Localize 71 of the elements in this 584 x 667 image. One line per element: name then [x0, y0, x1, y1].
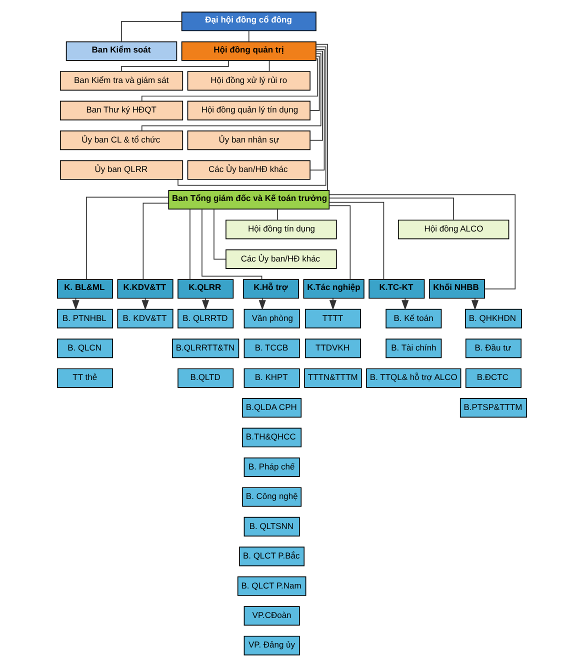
node-box: B.ĐCTC	[465, 368, 522, 388]
connector	[142, 202, 169, 280]
node-box: K. BL&ML	[56, 279, 114, 299]
connector	[248, 30, 250, 42]
node-box: Hội đồng tín dụng	[226, 220, 337, 240]
node-box: Các Ủy ban/HĐ khác	[187, 160, 310, 180]
node-box: Hội đồng quản lý tín dụng	[187, 100, 310, 120]
node-box: B.QLTD	[178, 368, 234, 388]
node-box: Ban Tổng giám đốc và Kế toán trưởng	[168, 190, 330, 210]
connector	[277, 208, 278, 220]
connector	[328, 202, 384, 280]
node-box: K.TC-KT	[368, 279, 425, 299]
connector	[328, 205, 351, 280]
node-box: B. Tài chính	[386, 338, 442, 358]
node-box: B. KHPT	[244, 368, 300, 388]
node-box: Đại hội đồng cổ đông	[181, 12, 316, 32]
node-box: B. Công nghệ	[242, 487, 302, 507]
node-box: K.QLRR	[178, 279, 234, 299]
node-box: Ban Kiểm tra và giám sát	[60, 71, 184, 91]
node-box: Ủy ban nhân sự	[187, 130, 310, 150]
node-box: TTTT	[304, 308, 361, 328]
node-box: TTDVKH	[304, 338, 361, 358]
node-box: B. QLCN	[56, 338, 114, 358]
node-box: B. QLCT P.Bắc	[239, 546, 305, 566]
node-box: B. Pháp chế	[244, 458, 300, 478]
node-box: B. TCCB	[244, 338, 300, 358]
connector	[86, 196, 170, 280]
node-box: B. KDV&TT	[117, 308, 174, 328]
node-box: B. QHKHDN	[465, 308, 522, 328]
node-box: VP.CĐoàn	[244, 606, 300, 626]
node-box: TTTN&TTTM	[304, 368, 362, 388]
connector	[328, 198, 454, 220]
connector	[268, 60, 270, 72]
connector	[310, 50, 323, 141]
node-box: VP. Đảng ủy	[244, 636, 300, 656]
node-box: Ban Thư ký HĐQT	[60, 100, 184, 120]
node-box: Ban Kiểm soát	[66, 41, 178, 61]
node-box: B. TTQL& hỗ trợ ALCO	[366, 368, 462, 388]
node-box: B.PTSP&TTTM	[460, 398, 528, 418]
connector	[121, 60, 229, 72]
connector	[141, 53, 322, 132]
node-box: Hội đồng xử lý rủi ro	[187, 71, 310, 91]
connector	[310, 49, 325, 170]
connector	[178, 46, 326, 186]
connector	[310, 56, 320, 111]
node-box: Hội đồng ALCO	[398, 220, 510, 240]
node-box: Ủy ban QLRR	[60, 160, 184, 180]
node-box: Hội đồng quản trị	[181, 41, 316, 61]
node-box: Khối NHBB	[428, 279, 485, 299]
connector	[121, 20, 182, 42]
node-box: K.Hỗ trợ	[242, 279, 299, 299]
node-box: B. Đầu tư	[465, 338, 522, 358]
node-box: B. PTNHBL	[56, 308, 114, 328]
node-box: B. QLCT P.Nam	[237, 576, 306, 596]
connector	[141, 58, 318, 102]
node-box: Ủy ban CL & tổ chức	[60, 130, 184, 150]
node-box: B. Kế toán	[386, 308, 442, 328]
connector	[329, 194, 516, 290]
node-box: B.QLRRTT&TN	[172, 338, 240, 358]
node-box: K.KDV&TT	[117, 279, 174, 299]
node-box: B. QLRRTD	[178, 308, 234, 328]
connector	[202, 208, 262, 280]
node-box: B.TH&QHCC	[242, 428, 302, 448]
node-box: Văn phòng	[244, 308, 300, 328]
node-box: B. QLTSNN	[244, 516, 300, 536]
node-box: TT thẻ	[56, 368, 114, 388]
node-box: Các Ủy ban/HĐ khác	[226, 249, 337, 269]
node-box: K.Tác nghiệp	[303, 279, 364, 299]
connector	[316, 44, 328, 191]
connector	[214, 208, 226, 260]
node-box: B.QLDA CPH	[242, 398, 302, 418]
